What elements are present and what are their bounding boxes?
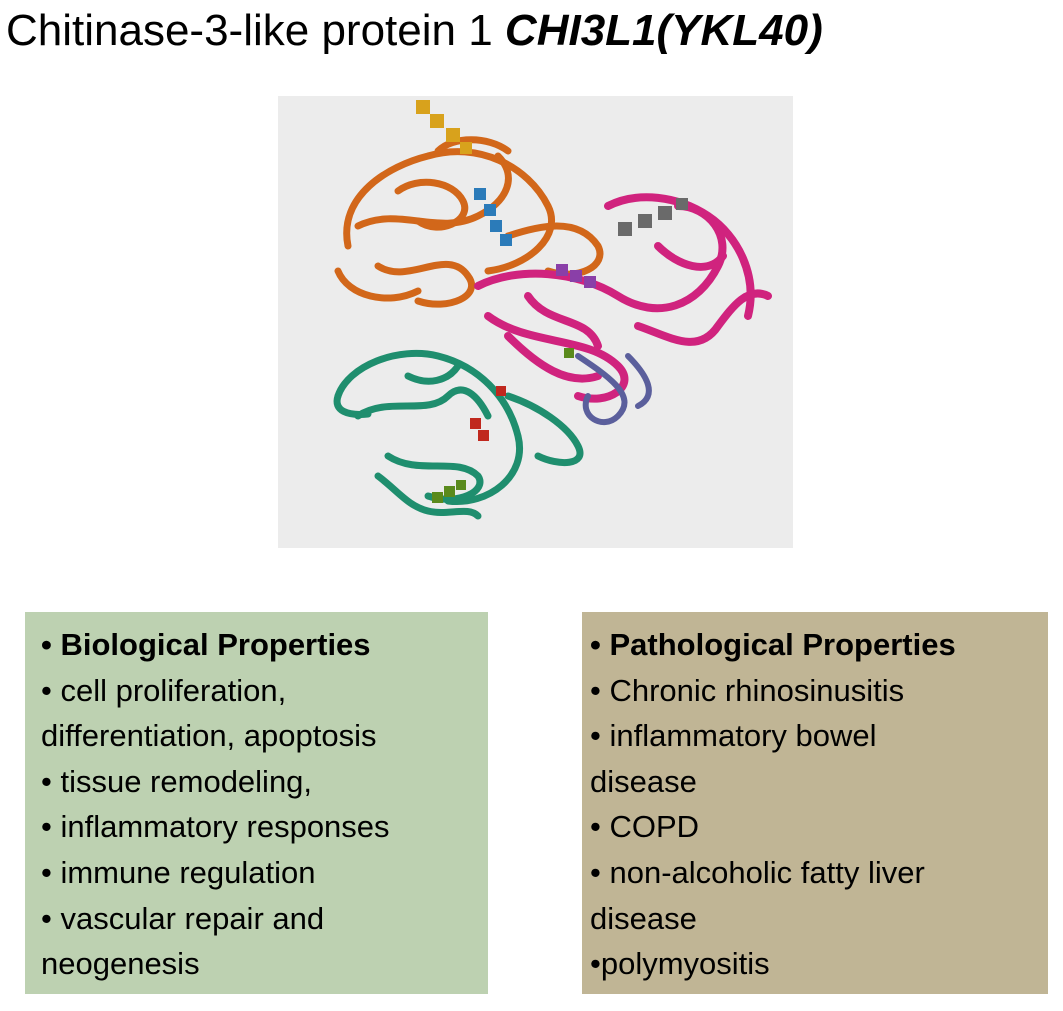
gray-ligand [618, 198, 688, 236]
pathological-properties-box: • Pathological Properties • Chronic rhin… [582, 612, 1048, 994]
biological-properties-heading: • Biological Properties [41, 627, 371, 662]
pathological-line: • Chronic rhinosinusitis [590, 672, 905, 708]
red-ligand [470, 386, 506, 441]
magenta-chain [474, 193, 772, 403]
pathological-line: • COPD [590, 809, 700, 845]
biological-line: • inflammatory responses [41, 809, 390, 845]
page-title: Chitinase-3-like protein 1 CHI3L1(YKL40) [6, 0, 823, 62]
slate-chain [575, 353, 652, 425]
blue-ligand [474, 188, 512, 246]
biological-properties-box: • Biological Properties • cell prolifera… [25, 612, 488, 994]
olive-ligand [432, 348, 574, 503]
protein-ribbon-illustration [333, 100, 772, 520]
biological-line: • vascular repair and [41, 900, 325, 936]
biological-line: neogenesis [41, 946, 200, 982]
pathological-line: • non-alcoholic fatty liver [590, 854, 925, 890]
biological-line: • tissue remodeling, [41, 763, 313, 799]
gene-name: CHI3L1(YKL40) [504, 6, 823, 55]
orange-chain [334, 136, 604, 308]
pathological-line: disease [590, 763, 697, 799]
pathological-line: • inflammatory bowel [590, 718, 877, 754]
protein-structure-image [278, 96, 793, 548]
biological-line: differentiation, apoptosis [41, 718, 377, 754]
pathological-properties-heading: • Pathological Properties [590, 627, 956, 662]
pathological-line: •polymyositis [590, 946, 770, 982]
biological-line: • immune regulation [41, 854, 316, 890]
biological-line: • cell proliferation, [41, 672, 287, 708]
pathological-line: disease [590, 900, 697, 936]
green-chain [333, 349, 584, 520]
purple-ligand [556, 264, 596, 288]
title-text: Chitinase-3-like protein 1 [6, 6, 505, 55]
yellow-ligand [416, 100, 472, 154]
